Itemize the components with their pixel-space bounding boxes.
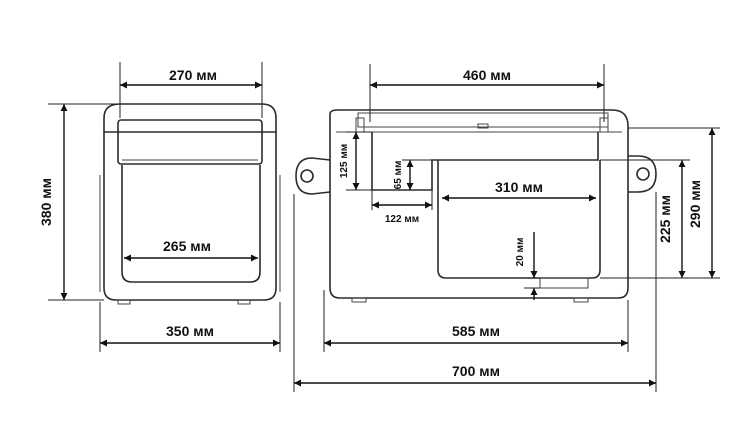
dim-label-225: 225 мм [657,195,673,243]
front-panel [121,165,261,283]
dim-label-700: 700 мм [452,363,500,379]
dim-label-20: 20 мм [515,238,526,267]
front-view: 270 мм 380 мм 265 мм 350 мм [38,62,281,352]
side-lid-latch [477,123,489,129]
side-view: 460 мм 125 мм 65 мм 122 мм 310 мм 20 мм … [293,64,720,392]
side-step [371,132,599,191]
dim-label-122: 122 мм [385,214,419,225]
side-handle-left-hole [300,169,314,183]
front-body [103,132,277,301]
dim-label-310: 310 мм [495,179,543,195]
dim-label-290: 290 мм [687,180,703,228]
dim-label-350: 350 мм [166,323,214,339]
dim-label-125: 125 мм [339,144,350,178]
front-foot-right [237,299,251,305]
side-clip-left [355,117,365,133]
dim-label-65: 65 мм [393,161,404,190]
front-foot-left [117,299,131,305]
dim-label-265: 265 мм [163,238,211,254]
side-body [329,109,629,299]
side-lid-top [357,112,609,128]
dim-label-460: 460 мм [463,67,511,83]
dim-label-585: 585 мм [452,323,500,339]
side-handle-right-hole [636,167,650,181]
side-handle-left [295,157,331,195]
front-handle [117,119,263,165]
side-foot-right [573,297,589,303]
side-compartment [437,160,601,279]
side-handle-right [628,155,657,193]
dim-label-270: 270 мм [169,67,217,83]
side-foot-left [351,297,367,303]
side-drain [539,277,589,289]
front-lid [103,103,277,133]
dim-label-380: 380 мм [38,178,54,226]
